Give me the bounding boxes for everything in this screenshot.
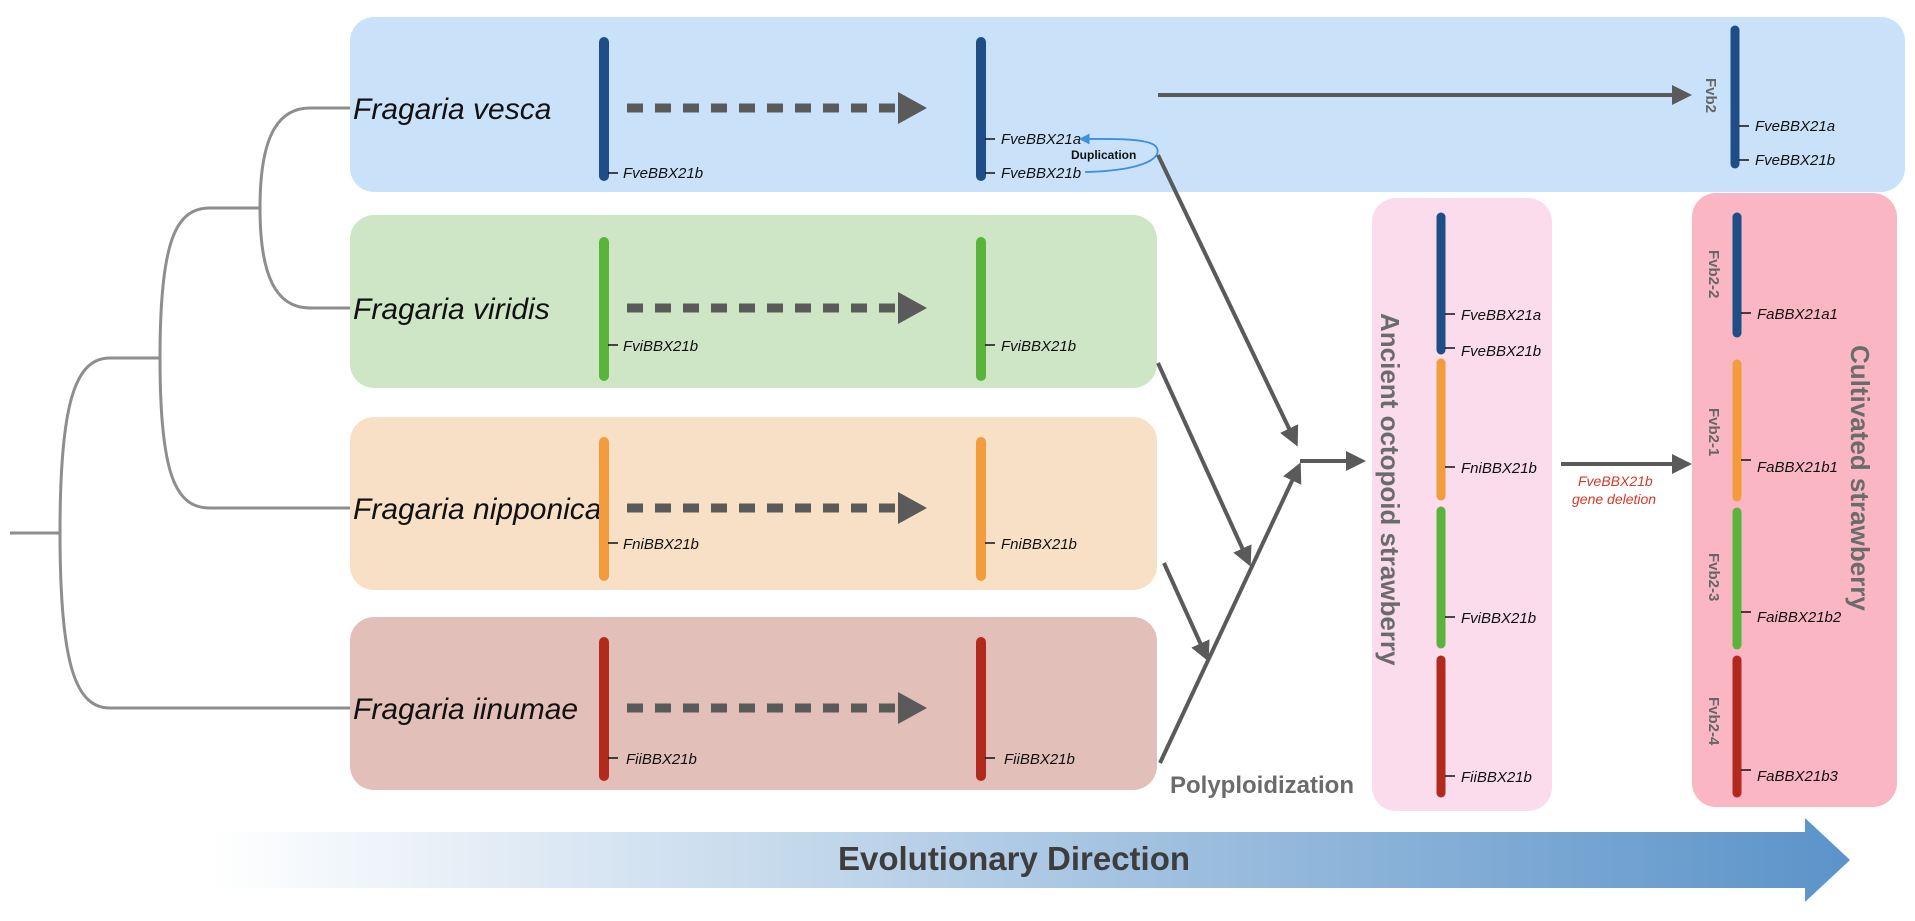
vesca-row: FveBBX21b FveBBX21a FveBBX21b Duplicatio… (599, 25, 1835, 182)
ancient-octopoid-title: Ancient octopoid strawberry (1375, 313, 1405, 666)
chromosome-label-fvb2-4: Fvb2-4 (1705, 697, 1722, 746)
gene-label: FaBBX21b3 (1757, 768, 1839, 785)
polyploidization-label: Polyploidization (1170, 772, 1354, 799)
vesca-panel (350, 17, 1905, 192)
deletion-gene-name: FveBBX21b (1578, 473, 1653, 489)
duplication-arrow (1078, 133, 1159, 173)
polyploidization-arrows (1156, 154, 1366, 764)
gene-label: FniBBX21b (1001, 536, 1077, 553)
ancient-octopoid-panel (1372, 198, 1552, 811)
gene-label: FviBBX21b (623, 338, 698, 355)
dashed-arrow-head (898, 492, 927, 524)
viridis-row: FviBBX21b FviBBX21b (599, 237, 1076, 381)
species-label-nipponica: Fragaria nipponica (353, 493, 601, 526)
species-label-iinumae: Fragaria iinumae (353, 693, 578, 726)
nipponica-row: FniBBX21b FniBBX21b (599, 437, 1077, 581)
ancient-octopoid-chromosomes: FveBBX21a FveBBX21b FniBBX21b FviBBX21b … (1436, 212, 1541, 798)
iinumae-row: FiiBBX21b FiiBBX21b (599, 637, 1075, 781)
gene-label: FveBBX21a (1461, 307, 1541, 324)
viridis-panel (350, 215, 1157, 388)
gene-label: FaBBX21a1 (1757, 306, 1838, 323)
gene-label: FveBBX21b (1001, 165, 1081, 182)
duplication-label: Duplication (1071, 148, 1136, 162)
gene-label: FveBBX21b (1755, 152, 1835, 169)
dashed-arrow-head (898, 292, 927, 324)
chromosome-label-fvb2-3: Fvb2-3 (1705, 553, 1722, 601)
gene-label: FviBBX21b (1461, 610, 1536, 627)
cultivated-chromosomes: Fvb2-2 Fvb2-1 Fvb2-3 Fvb2-4 FaBBX21a1 Fa… (1705, 212, 1842, 798)
gene-label: FveBBX21a (1001, 131, 1081, 148)
gene-label: FniBBX21b (1461, 460, 1537, 477)
gene-label: FveBBX21a (1755, 118, 1835, 135)
dashed-arrow-head (898, 692, 927, 724)
species-label-vesca: Fragaria vesca (353, 93, 551, 126)
chromosome-label-fvb2-1: Fvb2-1 (1705, 408, 1722, 456)
evolutionary-direction-label: Evolutionary Direction (838, 840, 1190, 877)
gene-label: FniBBX21b (623, 536, 699, 553)
gene-label: FiiBBX21b (626, 751, 697, 768)
dashed-arrow-head (898, 92, 927, 124)
gene-label: FviBBX21b (1001, 338, 1076, 355)
cultivated-strawberry-title: Cultivated strawberry (1845, 345, 1875, 611)
gene-label: FveBBX21b (623, 165, 703, 182)
gene-label: FiiBBX21b (1004, 751, 1075, 768)
gene-label: FaBBX21b1 (1757, 459, 1838, 476)
evolutionary-direction-arrow (210, 818, 1850, 902)
phylogenetic-tree (10, 106, 350, 710)
gene-label: FiiBBX21b (1461, 769, 1532, 786)
gene-label: FveBBX21b (1461, 343, 1541, 360)
cultivated-panel (1692, 193, 1897, 807)
deletion-label: gene deletion (1572, 491, 1656, 507)
species-label-viridis: Fragaria viridis (353, 293, 550, 326)
gene-label: FaiBBX21b2 (1757, 609, 1842, 626)
chromosome-label-fvb2-2: Fvb2-2 (1705, 250, 1722, 298)
chromosome-label-fvb2: Fvb2 (1702, 78, 1719, 113)
